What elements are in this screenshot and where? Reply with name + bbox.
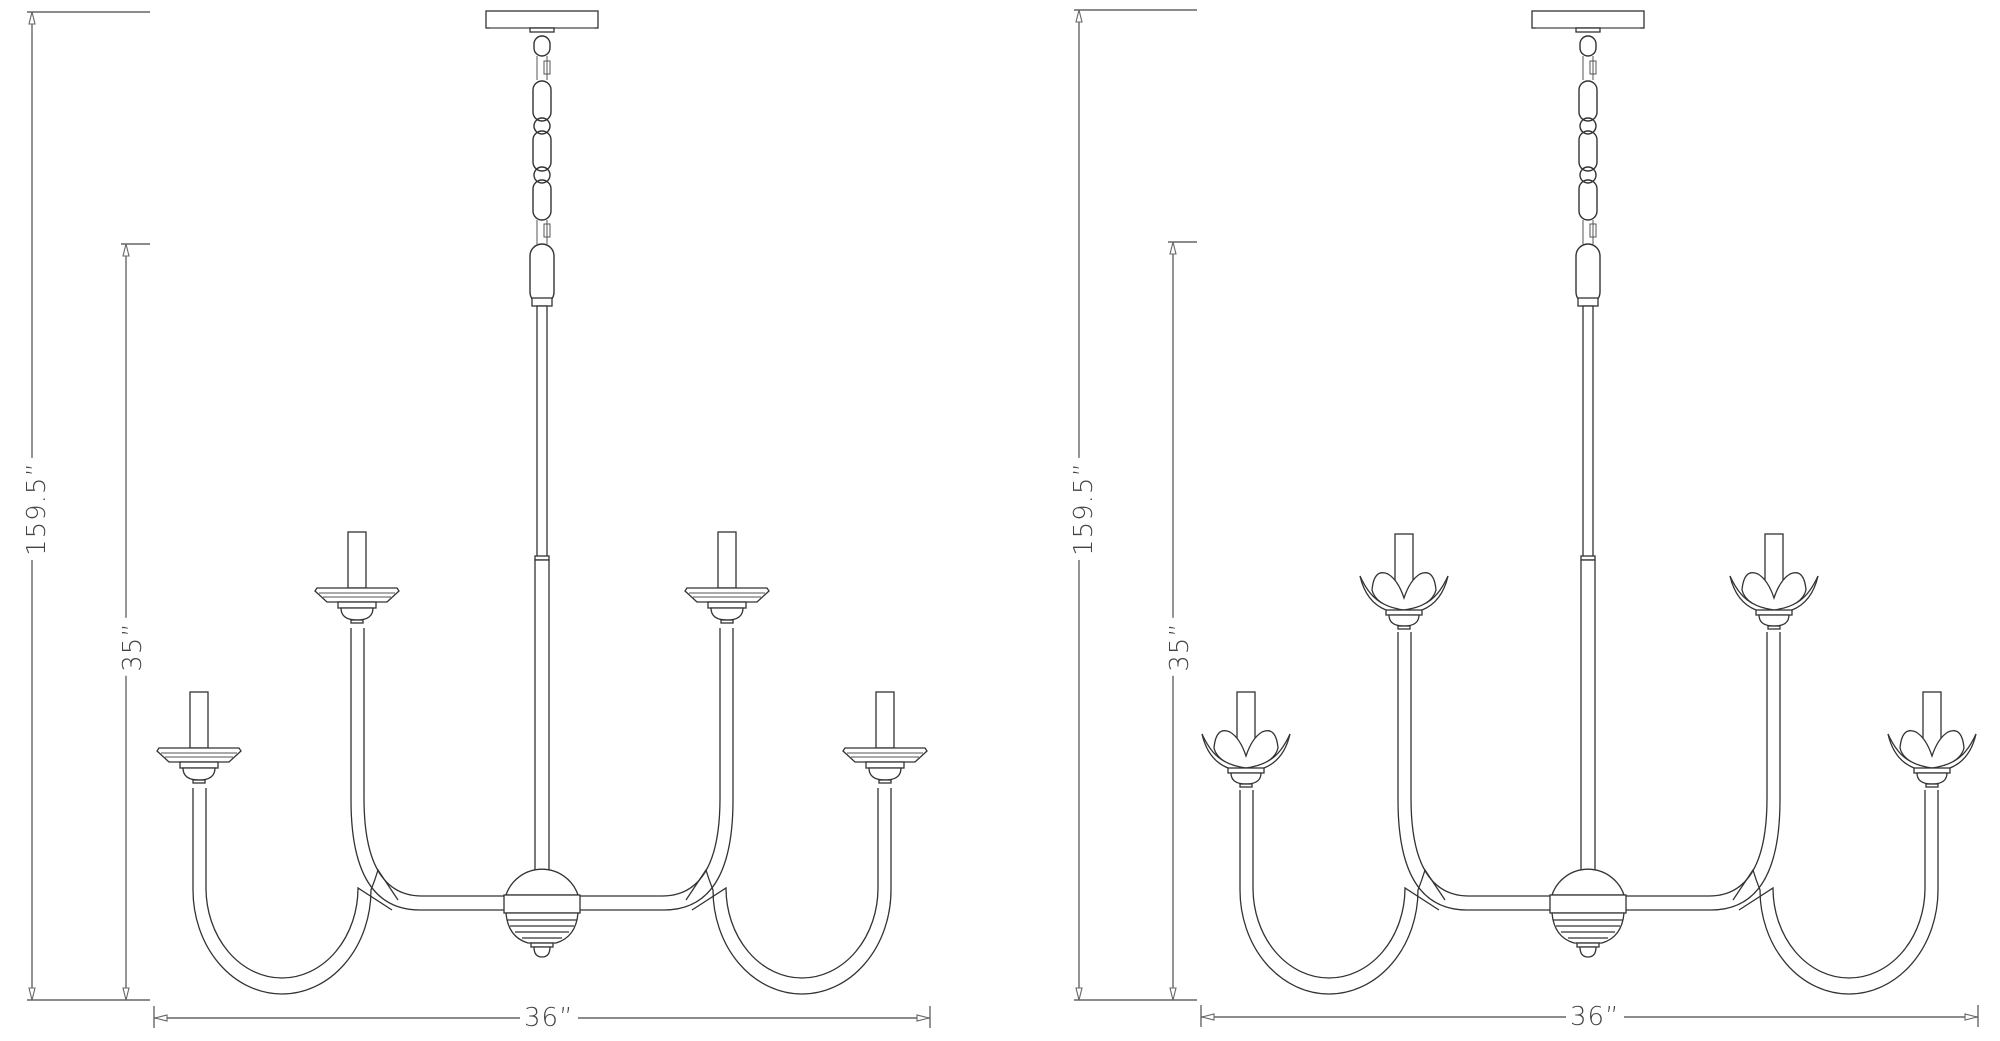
flower-cup-right-2: [1359, 533, 1449, 630]
flower-cup-right-1: [1201, 691, 1291, 788]
bobeche-cup-left-4: [842, 691, 928, 784]
center-sphere-left: [503, 868, 581, 958]
center-sphere-right: [1549, 868, 1627, 958]
label-overall-height-right: 159.5”: [1069, 458, 1099, 560]
bobeche-cup-left-2: [314, 531, 400, 624]
label-fixture-height-right: 35”: [1165, 618, 1195, 676]
chandelier-right-view: [1074, 9, 1979, 1027]
arms-left: [192, 628, 892, 995]
downrod-left: [534, 305, 550, 891]
canopy-chain-right: [1531, 10, 1645, 307]
label-fixture-height-left: 35”: [118, 618, 148, 676]
canopy-chain-left: [485, 10, 599, 307]
label-width-right: 36”: [1566, 1004, 1624, 1030]
chandelier-left-view: [27, 10, 931, 1028]
flower-cup-right-3: [1729, 533, 1819, 630]
bobeche-cup-left-1: [156, 691, 242, 784]
label-overall-height-left: 159.5”: [22, 458, 52, 560]
bobeche-cup-left-3: [684, 531, 770, 624]
flower-cup-right-4: [1887, 691, 1977, 788]
downrod-right: [1580, 305, 1596, 891]
label-width-left: 36”: [520, 1005, 578, 1031]
arms-right: [1239, 632, 1939, 995]
